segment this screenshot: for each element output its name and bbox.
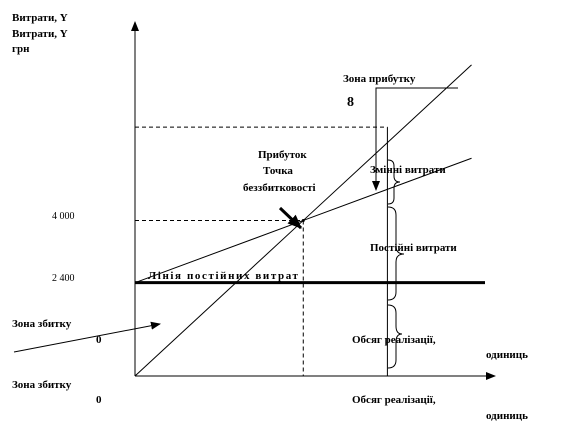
profit-label: Прибуток bbox=[258, 149, 307, 161]
y-tick-label-2400: 2 400 bbox=[52, 273, 75, 284]
x-axis-label-line-2: одиниць bbox=[486, 349, 528, 361]
origin-label-repeat: 0 bbox=[96, 394, 102, 406]
y-axis-label-line-3: грн bbox=[12, 43, 30, 55]
loss-zone-pointer-arrow bbox=[13, 321, 161, 353]
break-even-pointer-arrow bbox=[278, 206, 303, 230]
loss-zone-label-repeat: Зона збитку bbox=[12, 379, 72, 391]
profit-zone-leader bbox=[372, 87, 458, 191]
fixed-costs-brace-label: Постійні витрати bbox=[370, 242, 457, 254]
fixed-costs-line-label: Лінія постійних витрат bbox=[148, 270, 300, 282]
loss-side-brace bbox=[387, 304, 403, 369]
x-axis-label-line-1: Обсяг реалізації, bbox=[352, 334, 436, 346]
y-axis-label-line-1: Витрати, Y bbox=[12, 12, 68, 24]
x-axis-label-repeat-line-2: одиниць bbox=[486, 410, 528, 422]
break-even-point bbox=[301, 218, 305, 222]
variable-costs-label: Змінні витрати bbox=[370, 164, 446, 176]
loss-zone-label: Зона збитку bbox=[12, 318, 72, 330]
break-even-label-line-1: Точка bbox=[263, 165, 293, 177]
y-tick-label-4000: 4 000 bbox=[52, 211, 75, 222]
break-even-label-line-2: беззбитковості bbox=[243, 182, 316, 194]
y-axis-label-line-2: Витрати, Y bbox=[12, 28, 68, 40]
fixed-costs-brace bbox=[387, 206, 405, 301]
origin-label: 0 bbox=[96, 334, 102, 346]
profit-zone-number: 8 bbox=[347, 95, 354, 110]
variable-costs-brace bbox=[387, 159, 401, 205]
profit-zone-label: Зона прибутку bbox=[343, 73, 416, 85]
x-axis-label-repeat-line-1: Обсяг реалізації, bbox=[352, 394, 436, 406]
